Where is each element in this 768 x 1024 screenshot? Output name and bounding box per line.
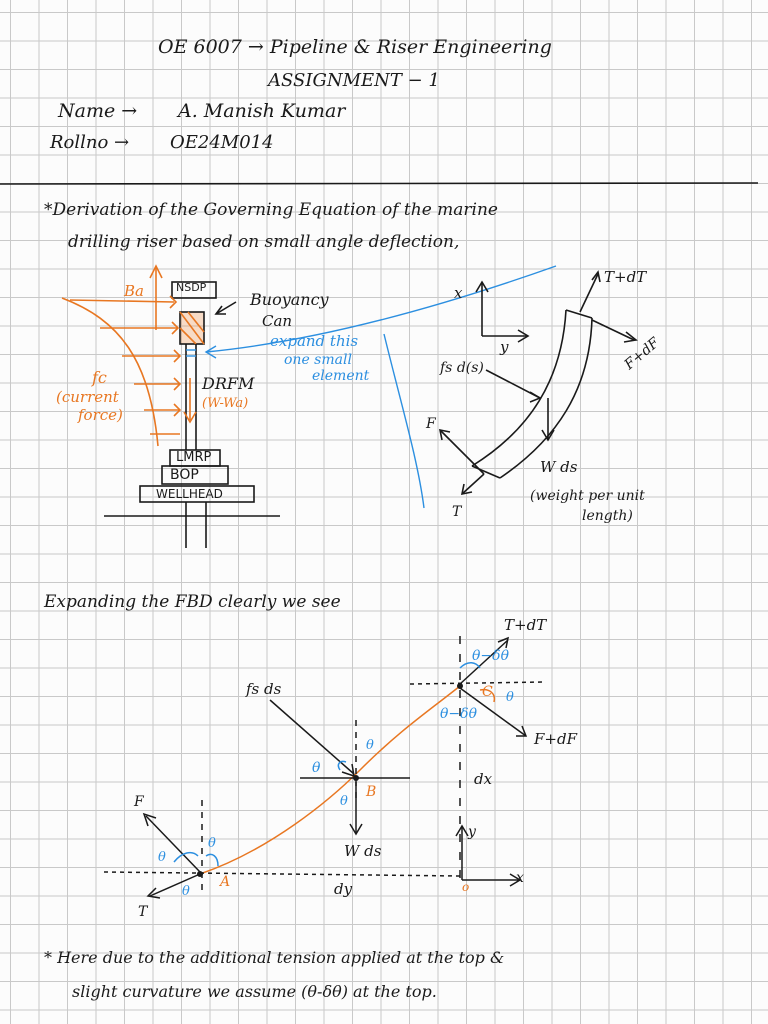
fig2-theta-c: θ xyxy=(506,690,514,705)
course-title: OE 6007 → Pipeline & Riser Engineering xyxy=(158,36,552,58)
fc-label2: (current xyxy=(56,388,119,406)
fc-label3: force) xyxy=(78,406,123,424)
expand-label1: expand this xyxy=(270,332,359,350)
fig2-o-label: o xyxy=(462,880,470,894)
roll-label: Rollno → xyxy=(50,132,130,153)
fig2-dy-label: dy xyxy=(334,880,353,898)
fbd-expanded xyxy=(103,636,547,899)
fig1-f-label: F xyxy=(426,416,436,432)
buoyancy-can-label1: Buoyancy xyxy=(250,290,329,309)
fig1-x-label: x xyxy=(454,284,463,302)
fig2-b-label: B xyxy=(366,784,377,800)
fig2-t-label: T xyxy=(138,904,148,920)
riser-system xyxy=(104,281,280,548)
fig2-theta-b1: θ xyxy=(366,738,374,753)
current-profile xyxy=(61,264,197,447)
divider-line xyxy=(0,182,759,185)
fig1-fs-ds-label: fs d(s) xyxy=(440,360,484,376)
fig2-c-label: C xyxy=(482,684,493,700)
fig2-w-ds-label: W ds xyxy=(344,842,382,860)
fbd-element xyxy=(438,270,638,496)
section1-line1: *Derivation of the Governing Equation of… xyxy=(44,200,498,220)
fig2-f-df-label: F+dF xyxy=(534,730,577,748)
fig2-dx-label: dx xyxy=(474,770,493,788)
expand-label3: element xyxy=(312,368,370,384)
fig2-fs-ds-label: fs ds xyxy=(246,680,282,698)
name-value: A. Manish Kumar xyxy=(178,100,346,122)
lmrp-label: LMRP xyxy=(176,450,212,465)
fig2-theta-minus-top: θ−δθ xyxy=(472,648,510,664)
fig2-theta-b2: θ xyxy=(312,760,321,776)
fig2-theta-a2: θ xyxy=(208,836,216,851)
fig1-t-dt-label: T+dT xyxy=(604,268,647,286)
assignment-title: ASSIGNMENT − 1 xyxy=(268,70,440,91)
fig2-theta-a3: θ xyxy=(182,884,190,899)
fig1-w-ds-label: W ds xyxy=(540,458,578,476)
fc-label1: fc xyxy=(92,368,107,387)
section1-line2: drilling riser based on small angle defl… xyxy=(68,232,460,252)
drfm-label: DRFM xyxy=(202,374,255,393)
fig2-t-dt-label: T+dT xyxy=(504,616,547,634)
fig1-t-label: T xyxy=(452,504,462,520)
expand-label2: one small xyxy=(284,352,352,368)
buoyancy-force-label: Ba xyxy=(124,282,144,300)
section2-heading: Expanding the FBD clearly we see xyxy=(44,592,341,612)
name-label: Name → xyxy=(58,100,138,122)
weight-note1: (weight per unit xyxy=(530,488,645,504)
bop-label: BOP xyxy=(170,467,199,483)
fig2-y-label: y xyxy=(468,824,476,840)
fig2-theta-a1: θ xyxy=(158,850,166,865)
fig2-theta-minus-bottom: θ−δθ xyxy=(440,706,478,722)
roll-value: OE24M014 xyxy=(170,132,274,153)
w-wa-label: (W-Wa) xyxy=(202,396,249,411)
fig2-theta-b3: θ xyxy=(340,794,348,809)
expand-pointer xyxy=(186,265,557,509)
buoyancy-can-label2: Can xyxy=(262,312,293,330)
wellhead-label: WELLHEAD xyxy=(156,487,223,501)
fig1-y-label: y xyxy=(500,338,509,356)
fig2-x-label: x xyxy=(516,870,524,886)
footer-line1: * Here due to the additional tension app… xyxy=(44,948,505,967)
fig2-f-label: F xyxy=(134,794,144,810)
fig2-a-label: A xyxy=(220,874,231,890)
footer-line2: slight curvature we assume (θ-δθ) at the… xyxy=(72,982,437,1001)
nsdp-label: NSDP xyxy=(176,281,207,294)
weight-note2: length) xyxy=(582,508,633,524)
